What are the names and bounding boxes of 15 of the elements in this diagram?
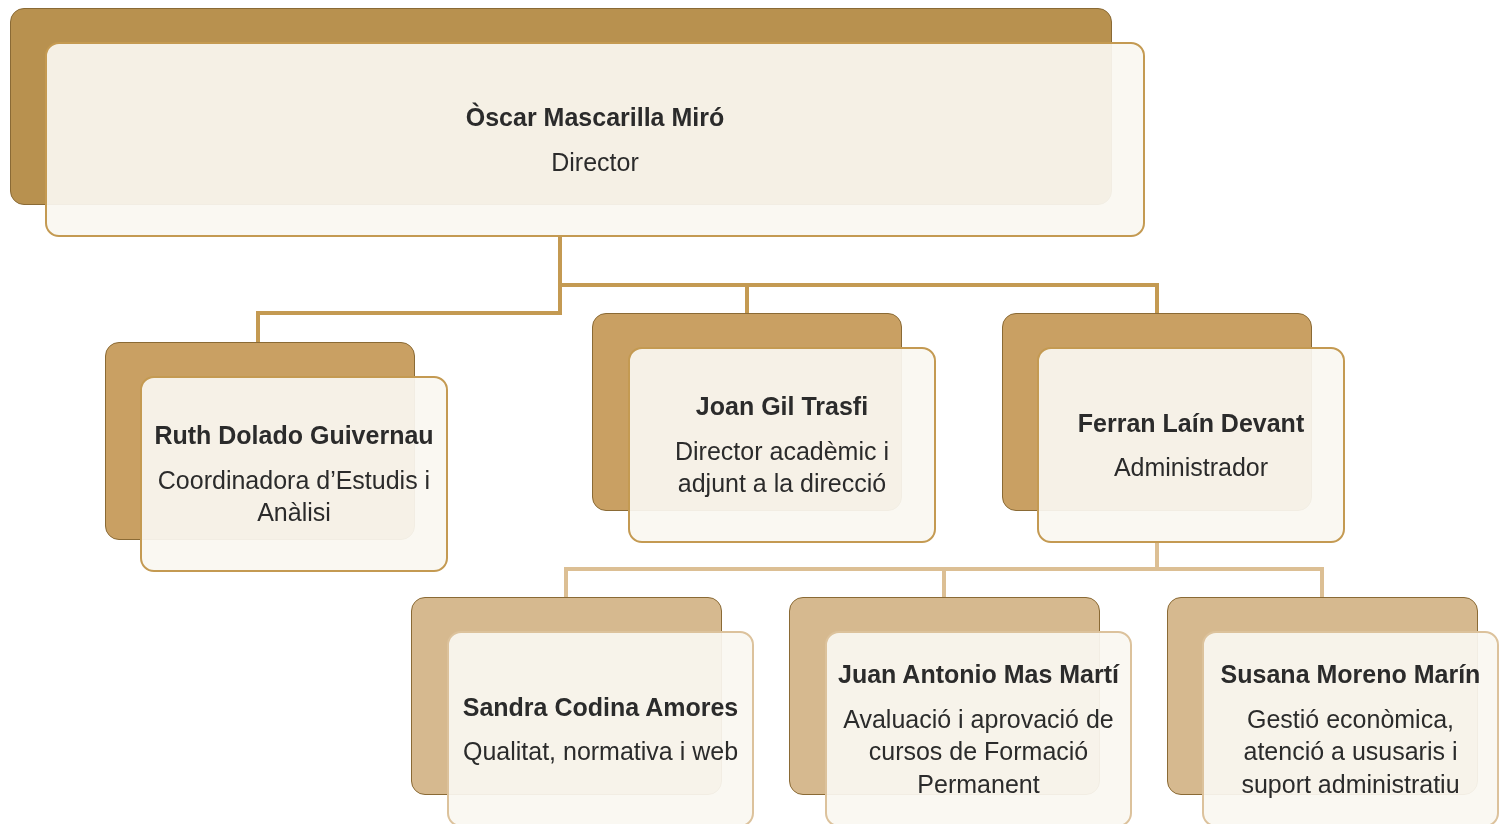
person-name: Joan Gil Trasfi	[695, 391, 869, 423]
role-title: Administrador	[1113, 452, 1269, 483]
role-title: Gestió econòmica, atenció a ususaris i suport administratiu	[1240, 703, 1461, 800]
person-name: Juan Antonio Mas Martí	[838, 659, 1119, 690]
person-name: Sandra Codina Amores	[462, 691, 739, 723]
role-title: Director acadèmic i adjunt a la direcció	[674, 435, 890, 500]
person-name: Ruth Dolado Guivernau	[154, 420, 434, 452]
role-title: Director	[551, 146, 639, 178]
role-title: Qualitat, normativa i web	[462, 736, 739, 767]
person-name: Ferran Laín Devant	[1077, 407, 1305, 439]
role-title: Avaluació i aprovació de cursos de Formació Permanent	[842, 703, 1115, 800]
person-name: Susana Moreno Marín	[1220, 659, 1481, 690]
connector-line	[1155, 543, 1324, 597]
person-name: Òscar Mascarilla Miró	[465, 101, 725, 133]
role-title: Coordinadora d’Estudis i Anàlisi	[156, 464, 432, 529]
